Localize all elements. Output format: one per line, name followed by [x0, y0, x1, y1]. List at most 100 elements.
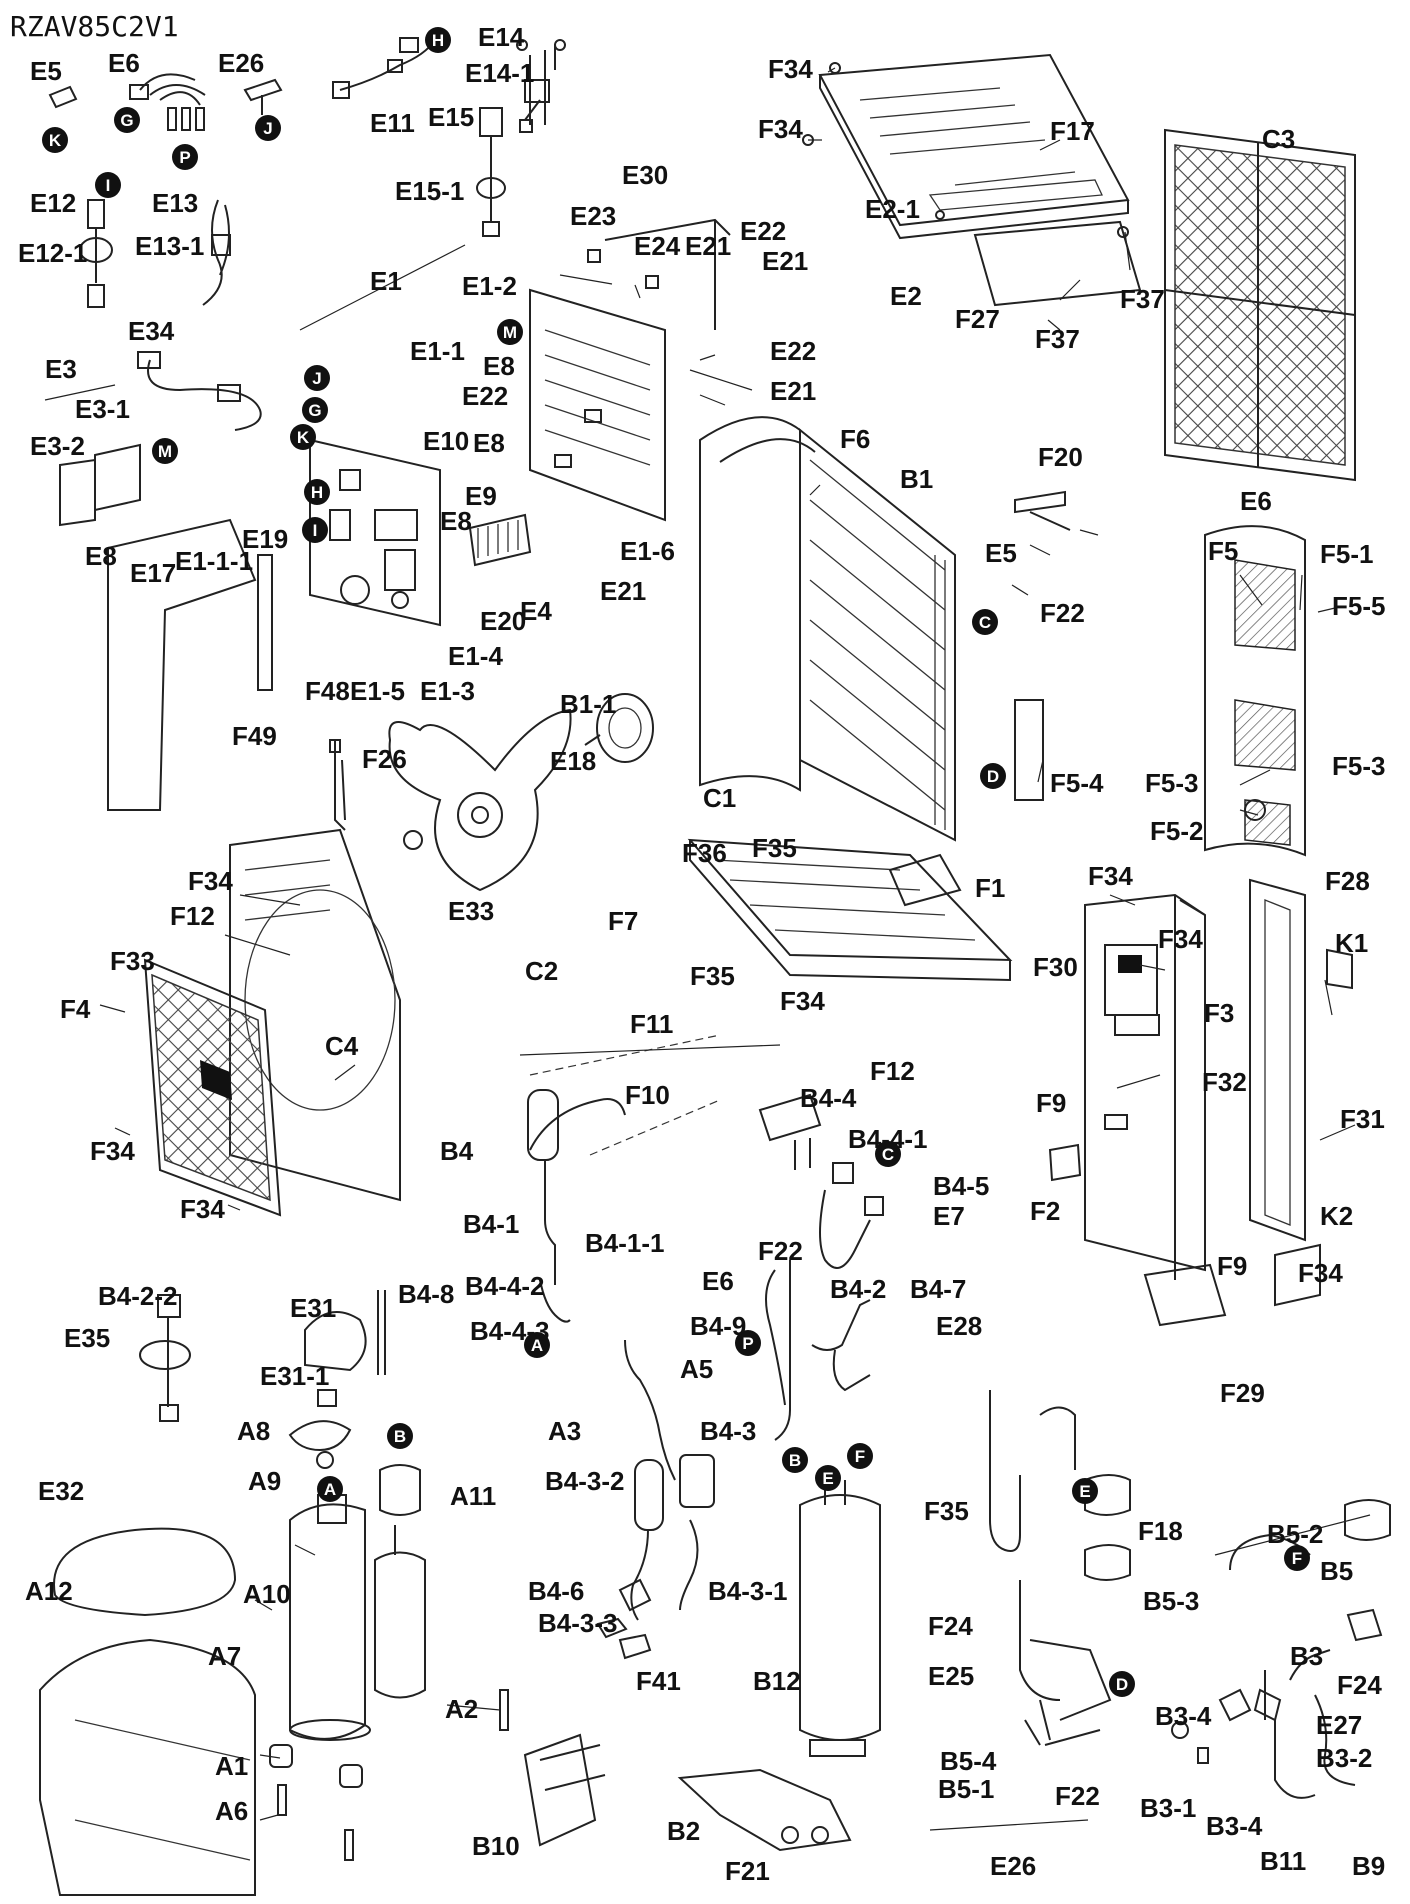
part-label: A3 [548, 1416, 581, 1446]
part-label: E8 [483, 351, 515, 381]
part-label: F20 [1038, 442, 1083, 472]
part-label: E7 [933, 1201, 965, 1231]
part-label: E28 [936, 1311, 982, 1341]
base-plate-f1-drawing [687, 838, 1013, 982]
part-label: E5 [985, 538, 1017, 568]
svg-text:I: I [106, 176, 111, 195]
part-label: E10 [423, 426, 469, 456]
part-label: E26 [218, 48, 264, 78]
part-label: B9 [1352, 1851, 1385, 1881]
part-label: E8 [85, 541, 117, 571]
part-label: C3 [1262, 124, 1295, 154]
part-label: F37 [1035, 324, 1080, 354]
group-line-b5 [929, 1819, 1089, 1831]
part-label: E8 [440, 506, 472, 536]
part-label: B10 [472, 1831, 520, 1861]
part-label: A6 [215, 1796, 248, 1826]
part-label: F4 [60, 994, 91, 1024]
marker-e: E [1072, 1478, 1098, 1504]
part-label: E14 [478, 22, 525, 52]
svg-text:E: E [1079, 1482, 1090, 1501]
harness-e15-drawing [476, 107, 506, 237]
harness-e31-drawing [139, 1294, 191, 1422]
part-label: F22 [1040, 598, 1085, 628]
marker-i: I [95, 172, 121, 198]
svg-text:P: P [179, 148, 190, 167]
model-title: RZAV85C2V1 [10, 10, 179, 43]
part-label: F18 [1138, 1516, 1183, 1546]
svg-text:C: C [882, 1145, 894, 1164]
marker-g: G [114, 107, 140, 133]
marker-c: C [875, 1141, 901, 1167]
part-label: E17 [130, 558, 176, 588]
part-label: F34 [1158, 924, 1203, 954]
svg-text:A: A [324, 1480, 336, 1499]
svg-text:J: J [312, 369, 321, 388]
part-label: B4 [440, 1136, 474, 1166]
part-label: B3-4 [1206, 1811, 1263, 1841]
part-label: E18 [550, 746, 596, 776]
part-label: E22 [770, 336, 816, 366]
svg-text:K: K [49, 131, 62, 150]
part-label: E33 [448, 896, 494, 926]
harness-e13-drawing [202, 199, 231, 306]
fan-c1-drawing [388, 708, 572, 892]
part-label: F36 [682, 838, 727, 868]
part-label: B4-3-2 [545, 1466, 624, 1496]
part-label: F34 [1298, 1258, 1343, 1288]
bracket-f20-drawing [1014, 490, 1071, 531]
part-label: E12 [30, 188, 76, 218]
part-label: E5 [30, 56, 62, 86]
part-label: E25 [928, 1661, 974, 1691]
svg-text:G: G [308, 401, 321, 420]
part-label: B1 [900, 464, 933, 494]
part-label: E21 [685, 231, 731, 261]
part-label: E24 [634, 231, 681, 261]
part-label: E13 [152, 188, 198, 218]
part-label: E20 [480, 606, 526, 636]
sound-cover-a7-a10-drawing [39, 1527, 256, 1896]
part-label: E22 [740, 216, 786, 246]
part-label: B4-4 [800, 1083, 857, 1113]
part-label: F49 [232, 721, 277, 751]
part-label: E3-2 [30, 431, 85, 461]
part-label: E11 [370, 108, 415, 138]
part-label: B11 [1260, 1846, 1306, 1876]
part-label: F34 [90, 1136, 135, 1166]
part-label: F34 [780, 986, 825, 1016]
sheet-f27-drawing [973, 220, 1142, 307]
harness-e12-drawing [79, 199, 113, 308]
top-panel-f17-drawing [802, 53, 1130, 240]
marker-m: M [497, 319, 523, 345]
part-label: B3 [1290, 1641, 1323, 1671]
cable-e34-drawing [137, 351, 262, 431]
marker-b: B [387, 1423, 413, 1449]
pcb-e1-1-drawing [309, 438, 441, 627]
terminal-e4-drawing [468, 513, 532, 567]
part-label: F7 [608, 906, 638, 936]
bracket-f21-drawing [499, 1689, 606, 1847]
part-label: B4-4-1 [848, 1124, 927, 1154]
svg-text:M: M [503, 323, 517, 342]
part-label: F5-1 [1320, 539, 1373, 569]
svg-text:D: D [987, 767, 999, 786]
part-label: B5-3 [1143, 1586, 1199, 1616]
part-label: E14-1 [465, 58, 534, 88]
part-label: E6 [702, 1266, 734, 1296]
svg-text:I: I [313, 521, 318, 540]
part-label: F12 [170, 901, 215, 931]
svg-text:G: G [120, 111, 133, 130]
harness-e6-drawing [129, 73, 206, 131]
part-label: A2 [445, 1694, 478, 1724]
marker-a: A [317, 1476, 343, 1502]
part-label: K2 [1320, 1201, 1353, 1231]
part-label: E34 [128, 316, 175, 346]
cable-e33-drawing [329, 739, 346, 831]
part-label: B5-1 [938, 1774, 994, 1804]
part-label: F5-3 [1332, 751, 1385, 781]
marker-j: J [255, 115, 281, 141]
svg-text:C: C [979, 613, 991, 632]
marker-e: E [815, 1465, 841, 1491]
part-label: E13-1 [135, 231, 204, 261]
part-label: B4-1 [463, 1209, 519, 1239]
